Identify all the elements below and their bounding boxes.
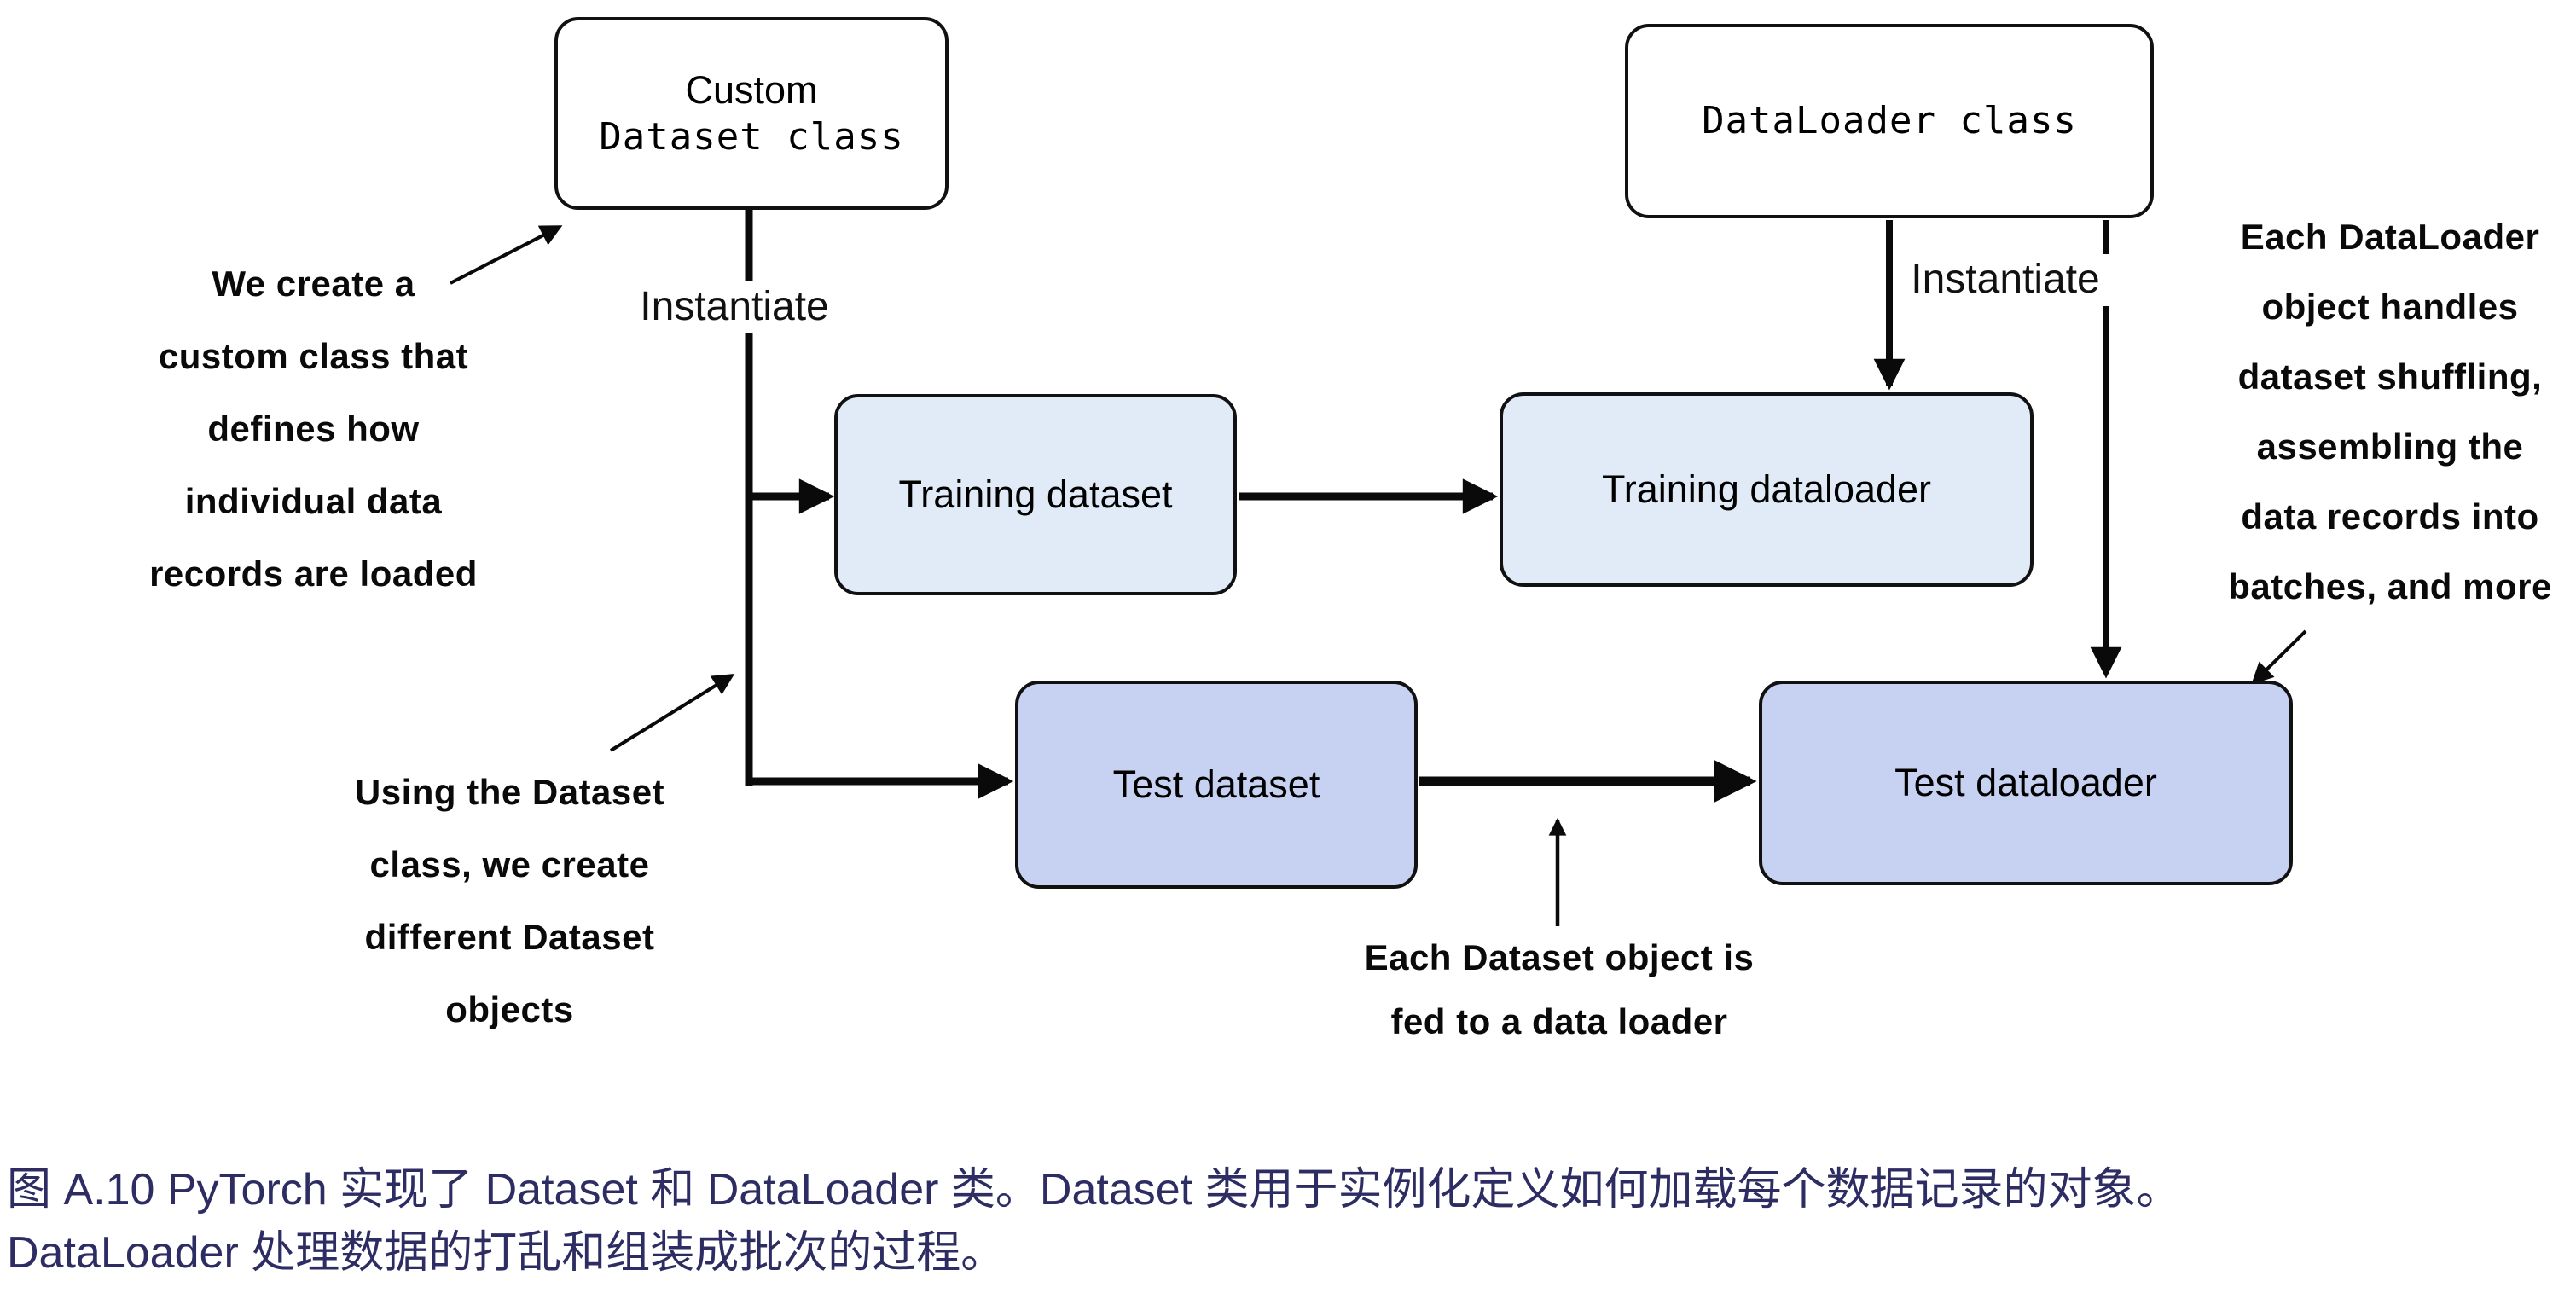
test-dataloader-box-label: Test dataloader bbox=[1894, 760, 2157, 804]
annotation-line: individual data bbox=[184, 481, 443, 521]
annotation-bottom: Each Dataset object is fed to a data loa… bbox=[1303, 925, 1815, 1053]
annotation-line: dataset shuffling, bbox=[2237, 357, 2543, 397]
annotation-line: class, we create bbox=[369, 844, 650, 884]
annotation-line: assembling the bbox=[2256, 426, 2524, 467]
custom-dataset-class-box: Custom Dataset class bbox=[554, 17, 949, 210]
custom-dataset-class-box-line2: Dataset class bbox=[599, 114, 904, 159]
arrow-annotation-right bbox=[2251, 629, 2307, 685]
annotation-right: Each DataLoader object handles dataset s… bbox=[2219, 202, 2561, 622]
dataloader-class-box: DataLoader class bbox=[1625, 24, 2154, 218]
figure-caption-line2: DataLoader 处理数据的打乱和组装成批次的过程。 bbox=[7, 1228, 1006, 1278]
training-dataloader-box-label: Training dataloader bbox=[1601, 467, 1932, 511]
annotation-line: different Dataset bbox=[364, 917, 655, 957]
annotation-line: custom class that bbox=[158, 336, 469, 376]
annotation-line: Each DataLoader bbox=[2240, 217, 2540, 257]
annotation-line: Using the Dataset bbox=[354, 772, 665, 812]
annotation-line: objects bbox=[445, 989, 574, 1029]
dataloader-class-box-label: DataLoader class bbox=[1702, 99, 2077, 143]
figure-caption-line1: 图 A.10 PyTorch 实现了 Dataset 和 DataLoader … bbox=[7, 1165, 2181, 1215]
training-dataloader-box: Training dataloader bbox=[1500, 392, 2034, 587]
arrow-annotation-left-top bbox=[450, 225, 563, 285]
annotation-line: Each Dataset object is bbox=[1364, 937, 1755, 977]
annotation-left-top: We create a custom class that defines ho… bbox=[81, 247, 546, 610]
annotation-line: data records into bbox=[2241, 496, 2539, 536]
annotation-line: batches, and more bbox=[2228, 566, 2552, 606]
annotation-line: fed to a data loader bbox=[1390, 1001, 1728, 1041]
annotation-line: defines how bbox=[207, 409, 420, 449]
test-dataloader-box: Test dataloader bbox=[1759, 681, 2293, 885]
instantiate-label-left: Instantiate bbox=[628, 281, 841, 333]
test-dataset-box: Test dataset bbox=[1015, 681, 1418, 889]
custom-dataset-class-box-line1: Custom bbox=[685, 67, 818, 112]
annotation-line: We create a bbox=[212, 264, 415, 304]
training-dataset-box-label: Training dataset bbox=[898, 472, 1173, 516]
annotation-left-bottom: Using the Dataset class, we create diffe… bbox=[281, 756, 738, 1046]
instantiate-label-right: Instantiate bbox=[1899, 254, 2112, 306]
annotation-line: object handles bbox=[2261, 287, 2519, 327]
figure-caption: 图 A.10 PyTorch 实现了 Dataset 和 DataLoader … bbox=[7, 1158, 2549, 1284]
training-dataset-box: Training dataset bbox=[834, 394, 1237, 595]
annotation-line: records are loaded bbox=[149, 554, 478, 594]
arrow-annotation-left-bottom bbox=[609, 673, 735, 752]
test-dataset-box-label: Test dataset bbox=[1112, 762, 1320, 806]
